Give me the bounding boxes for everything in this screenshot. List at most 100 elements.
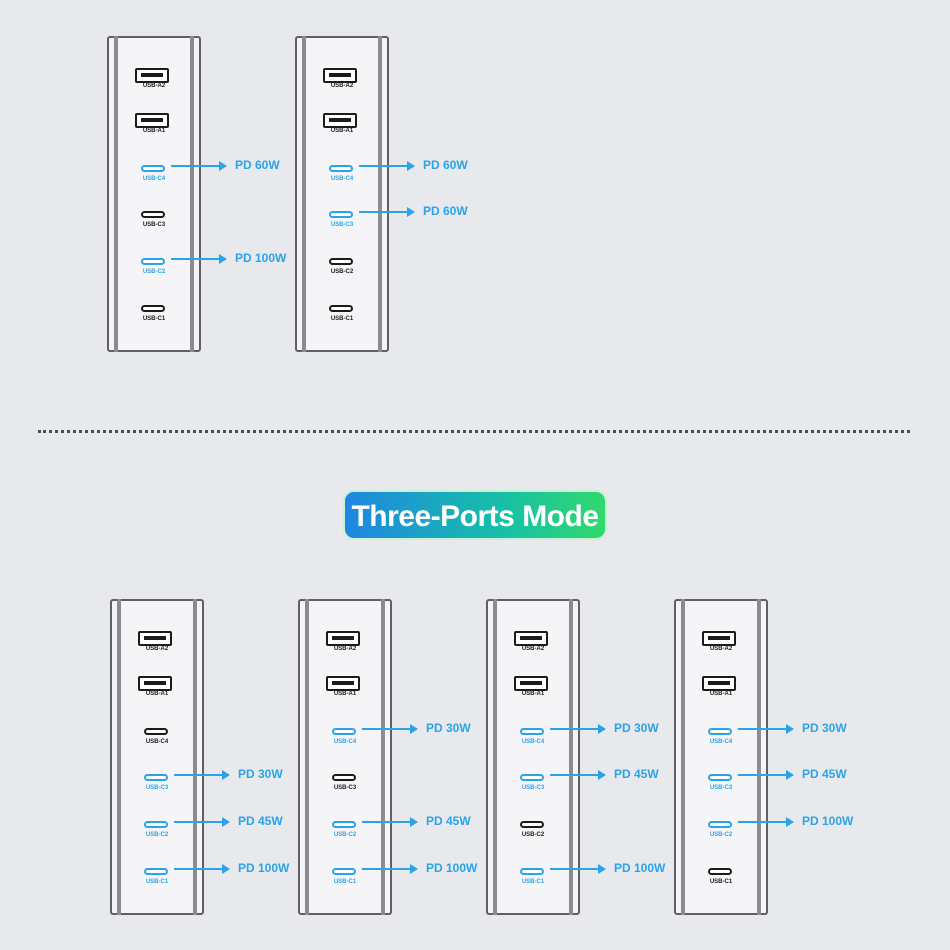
power-output-label: PD 60W (235, 158, 280, 172)
usb-c-port-icon (332, 868, 356, 875)
usb-a-port-icon (138, 676, 172, 691)
usb-c-port-icon (708, 728, 732, 735)
port-label: USB-C1 (333, 879, 357, 885)
usb-c-port-icon (329, 258, 353, 265)
usb-a-port-icon (323, 68, 357, 83)
arrow-icon (362, 817, 418, 827)
usb-c-port-icon (144, 728, 168, 735)
port-label: USB-C4 (709, 739, 733, 745)
port-label: USB-C4 (142, 176, 166, 182)
arrow-icon (174, 864, 230, 874)
port-label: USB-C2 (145, 832, 169, 838)
usb-a-port-icon (135, 68, 169, 83)
arrow-icon (550, 724, 606, 734)
port-label: USB-C2 (330, 269, 354, 275)
power-output-label: PD 100W (238, 861, 290, 875)
usb-a-port-icon (326, 676, 360, 691)
usb-a-port-icon (138, 631, 172, 646)
power-output-label: PD 100W (802, 814, 854, 828)
power-output-label: PD 30W (238, 767, 283, 781)
port-label: USB-C3 (521, 785, 545, 791)
usb-a-port-icon (514, 631, 548, 646)
usb-c-port-icon (329, 165, 353, 172)
usb-a-port-icon (702, 631, 736, 646)
usb-c-port-icon (332, 821, 356, 828)
arrow-icon (359, 161, 415, 171)
arrow-icon (174, 817, 230, 827)
usb-a-port-icon (135, 113, 169, 128)
usb-c-port-icon (141, 258, 165, 265)
usb-c-port-icon (141, 305, 165, 312)
arrow-icon (738, 817, 794, 827)
usb-c-port-icon (520, 868, 544, 875)
port-label: USB-A2 (145, 646, 169, 652)
usb-c-port-icon (144, 774, 168, 781)
port-label: USB-C3 (142, 222, 166, 228)
port-label: USB-C1 (330, 316, 354, 322)
port-label: USB-A2 (709, 646, 733, 652)
port-label: USB-C2 (709, 832, 733, 838)
arrow-icon (359, 207, 415, 217)
usb-a-port-icon (702, 676, 736, 691)
arrow-icon (550, 770, 606, 780)
arrow-icon (362, 724, 418, 734)
power-output-label: PD 45W (238, 814, 283, 828)
port-label: USB-C4 (145, 739, 169, 745)
usb-c-port-icon (708, 774, 732, 781)
port-label: USB-C2 (521, 832, 545, 838)
arrow-icon (171, 254, 227, 264)
usb-a-port-icon (326, 631, 360, 646)
port-label: USB-C3 (145, 785, 169, 791)
port-label: USB-A2 (142, 83, 166, 89)
usb-c-port-icon (332, 728, 356, 735)
power-output-label: PD 45W (614, 767, 659, 781)
port-label: USB-C1 (709, 879, 733, 885)
arrow-icon (362, 864, 418, 874)
power-output-label: PD 100W (235, 251, 287, 265)
port-label: USB-C3 (709, 785, 733, 791)
usb-c-port-icon (141, 211, 165, 218)
arrow-icon (738, 724, 794, 734)
power-output-label: PD 30W (426, 721, 471, 735)
usb-c-port-icon (329, 211, 353, 218)
port-label: USB-A2 (330, 83, 354, 89)
usb-c-port-icon (520, 774, 544, 781)
usb-c-port-icon (332, 774, 356, 781)
port-label: USB-C4 (521, 739, 545, 745)
port-label: USB-C3 (330, 222, 354, 228)
usb-c-port-icon (708, 868, 732, 875)
mode-title: Three-Ports Mode (351, 500, 599, 533)
port-label: USB-A1 (145, 691, 169, 697)
power-output-label: PD 60W (423, 158, 468, 172)
port-label: USB-C2 (142, 269, 166, 275)
port-label: USB-A1 (333, 691, 357, 697)
port-label: USB-C1 (142, 316, 166, 322)
power-output-label: PD 30W (802, 721, 847, 735)
power-output-label: PD 100W (614, 861, 666, 875)
usb-c-port-icon (144, 821, 168, 828)
port-label: USB-C1 (521, 879, 545, 885)
port-label: USB-C4 (330, 176, 354, 182)
usb-c-port-icon (520, 728, 544, 735)
port-label: USB-A2 (521, 646, 545, 652)
usb-c-port-icon (520, 821, 544, 828)
arrow-icon (550, 864, 606, 874)
arrow-icon (738, 770, 794, 780)
arrow-icon (171, 161, 227, 171)
port-label: USB-C1 (145, 879, 169, 885)
power-output-label: PD 45W (802, 767, 847, 781)
port-label: USB-A1 (521, 691, 545, 697)
port-label: USB-C4 (333, 739, 357, 745)
power-output-label: PD 30W (614, 721, 659, 735)
usb-c-port-icon (141, 165, 165, 172)
section-divider (38, 430, 910, 433)
port-label: USB-C2 (333, 832, 357, 838)
usb-a-port-icon (323, 113, 357, 128)
port-label: USB-A1 (709, 691, 733, 697)
